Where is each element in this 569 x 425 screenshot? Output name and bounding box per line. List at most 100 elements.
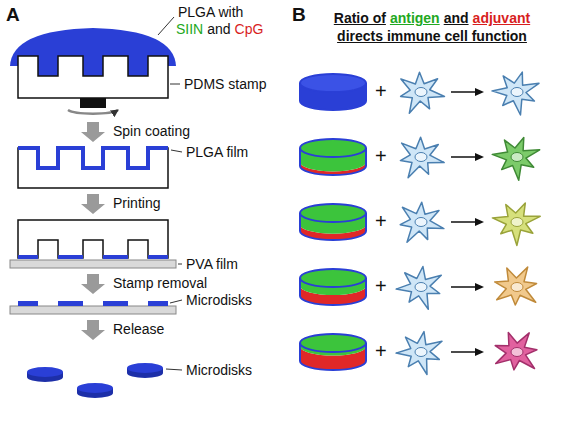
dendritic-cell	[492, 138, 540, 181]
cell-nucleus	[415, 218, 427, 227]
cell-body	[401, 72, 445, 113]
callout-label: Microdisks	[186, 292, 252, 309]
cell-body	[396, 267, 441, 310]
title-text: adjuvant	[473, 10, 531, 27]
microdisk-top	[27, 367, 63, 377]
dendritic-cell	[492, 72, 539, 115]
dendritic-cell	[495, 267, 537, 305]
pva-film	[10, 306, 176, 314]
plga-contact	[103, 255, 128, 259]
plus-sign: +	[375, 145, 387, 167]
process-arrow	[81, 320, 105, 340]
response-arrowhead	[475, 153, 484, 161]
microdisk-cylinder	[300, 204, 366, 240]
disk-outline	[300, 343, 366, 370]
cell-nucleus	[415, 153, 427, 162]
disk-outline	[300, 74, 366, 92]
process-arrow	[81, 194, 105, 214]
dendritic-cell	[400, 137, 444, 178]
plus-sign: +	[375, 210, 387, 232]
disk-outline	[300, 334, 366, 352]
disk-top	[300, 204, 366, 222]
response-arrowhead	[475, 348, 484, 356]
cell-nucleus	[511, 348, 523, 357]
disk-outline	[300, 139, 366, 157]
microdisk-row	[18, 301, 168, 306]
disk-top	[300, 269, 366, 287]
cell-body	[492, 203, 540, 245]
disk-top	[300, 74, 366, 92]
pdms-stamp	[18, 56, 168, 98]
cell-body	[396, 332, 442, 375]
step-label: Spin coating	[113, 123, 190, 140]
released-microdisk	[27, 363, 163, 398]
disk-outline	[300, 204, 366, 222]
callout-label: PVA film	[186, 256, 238, 273]
panel-label: A	[6, 4, 20, 26]
disk-outline	[300, 83, 366, 110]
title-text: antigen	[390, 10, 440, 27]
plga-contact	[148, 255, 168, 259]
disk-outline	[300, 148, 366, 175]
cell-body	[400, 202, 444, 242]
response-arrowhead	[475, 88, 484, 96]
response-arrow	[451, 351, 476, 353]
microdisk-cylinder	[300, 334, 366, 370]
microdisk-cylinder	[300, 269, 366, 305]
cell-nucleus	[415, 283, 427, 292]
disk-outline	[300, 213, 366, 240]
response-arrow	[451, 221, 476, 223]
dendritic-cell	[492, 203, 540, 245]
title-text: directs immune cell function	[337, 28, 527, 45]
spin-arrow	[68, 110, 118, 114]
cell-nucleus	[415, 348, 427, 357]
cell-nucleus	[511, 283, 523, 292]
microdisk	[18, 301, 38, 306]
cell-nucleus	[511, 153, 523, 162]
disk-outline	[300, 278, 366, 305]
dendritic-cell	[396, 267, 441, 310]
leader-line	[170, 300, 182, 303]
dendritic-cell	[400, 202, 444, 242]
plus-sign: +	[375, 275, 387, 297]
leader-line	[178, 264, 182, 265]
callout-label: CpG	[235, 21, 264, 38]
cell-nucleus	[511, 218, 523, 227]
spin-chuck	[80, 98, 106, 108]
cell-body	[492, 72, 539, 115]
leader-line	[166, 369, 182, 370]
microdisk	[103, 301, 128, 306]
leader-line	[158, 17, 174, 35]
step-label: Printing	[113, 195, 160, 212]
plga-contact	[58, 255, 83, 259]
cell-body	[400, 137, 444, 178]
panel-label: B	[292, 4, 306, 26]
microdisk-cylinder	[300, 74, 366, 110]
pva-film	[10, 260, 176, 268]
title-text: Ratio of	[334, 10, 386, 27]
callout-label: PLGA film	[186, 144, 248, 161]
plga-contact	[18, 255, 38, 259]
callout-label: SIIN	[176, 21, 203, 38]
dendritic-cell	[495, 333, 537, 370]
plga-solution	[18, 56, 168, 76]
microdisk	[58, 301, 83, 306]
microdisk-top	[127, 363, 163, 373]
plga-contact	[18, 255, 168, 259]
plga-film	[18, 148, 168, 168]
response-arrowhead	[475, 283, 484, 291]
disk-top	[300, 139, 366, 157]
pdms-stamp	[18, 148, 168, 188]
leader-line	[170, 84, 180, 85]
cell-body	[495, 267, 537, 305]
step-label: Stamp removal	[113, 275, 207, 292]
response-arrowhead	[475, 218, 484, 226]
response-arrow	[451, 286, 476, 288]
dendritic-cell	[396, 332, 442, 375]
process-arrow	[81, 274, 105, 294]
cell-body	[492, 138, 540, 181]
microdisk-cylinder	[300, 139, 366, 175]
plus-sign: +	[375, 80, 387, 102]
